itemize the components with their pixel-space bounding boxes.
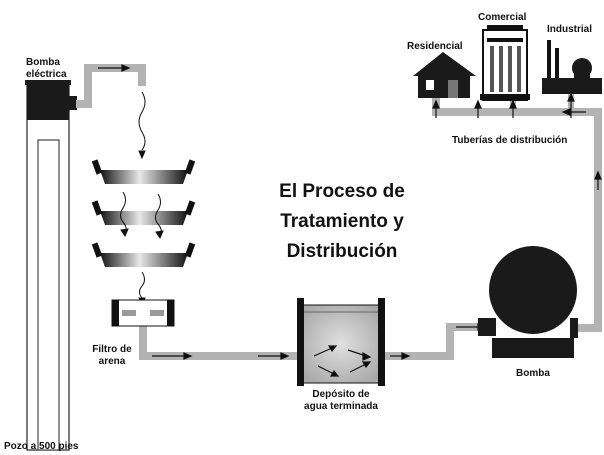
residential-building xyxy=(413,52,476,98)
title-line-1: El Proceso de xyxy=(279,181,405,202)
pump-label: Bomba xyxy=(516,368,550,379)
industrial-label: Industrial xyxy=(547,24,593,35)
distribution-pump xyxy=(478,246,578,358)
title-line-3: Distribución xyxy=(286,241,398,262)
sand-filter-label-line-1: Filtro de xyxy=(92,344,132,355)
pipe-pump-to-trays xyxy=(76,64,146,108)
well xyxy=(26,81,70,451)
industrial-building xyxy=(542,40,602,94)
finished-tank-label-line-2: agua terminada xyxy=(304,401,378,412)
sand-filter-label-line-2: arena xyxy=(98,356,126,367)
finished-water-tank xyxy=(297,298,385,386)
electric-pump-label-line-1: Bomba xyxy=(26,57,60,68)
title-line-2: Tratamiento y xyxy=(280,211,404,232)
distribution-pipes-label: Tuberías de distribución xyxy=(452,135,568,146)
electric-pump-label: Bomba eléctrica xyxy=(26,57,67,81)
tray-3 xyxy=(91,242,196,267)
finished-tank-label: Depósito de agua terminada xyxy=(291,389,391,413)
falling-water xyxy=(120,91,164,306)
pipe-tank-to-pump xyxy=(382,323,490,360)
commercial-label: Comercial xyxy=(478,12,527,23)
diagram-title: El Proceso de Tratamiento y Distribución xyxy=(262,177,422,267)
electric-pump-label-line-2: eléctrica xyxy=(26,69,67,80)
finished-tank-label-line-1: Depósito de xyxy=(312,389,370,400)
electric-pump xyxy=(25,80,77,120)
tray-1 xyxy=(91,159,196,184)
well-label: Pozo a 500 pies xyxy=(4,441,79,452)
aeration-trays xyxy=(91,159,196,267)
sand-filter-label: Filtro de arena xyxy=(84,344,140,368)
residential-label: Residencial xyxy=(407,41,463,52)
tray-2 xyxy=(91,200,196,225)
sand-filter xyxy=(111,299,175,327)
pipe-filter-to-tank xyxy=(139,322,300,360)
commercial-building xyxy=(480,25,530,101)
